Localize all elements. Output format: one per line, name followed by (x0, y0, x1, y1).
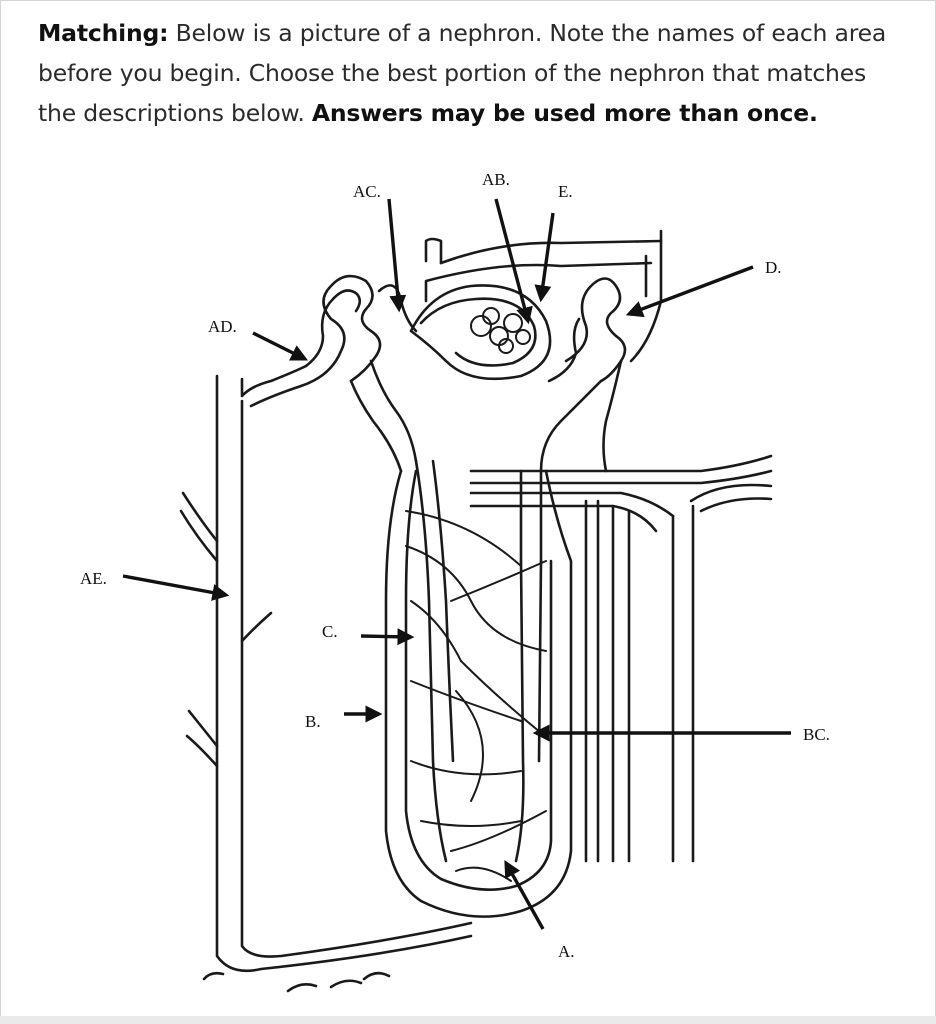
bottom-edge (0, 1016, 936, 1024)
right-convoluted-tubule (519, 277, 627, 563)
arrow-ab (494, 198, 533, 325)
label-bc: BC. (803, 725, 830, 744)
nephron-diagram: AB. AC. E. D. AD. AE. C. B. BC. A. (80, 170, 830, 993)
arrow-ae (122, 574, 230, 601)
label-ae: AE. (80, 569, 107, 588)
instructions-emphasis: Answers may be used more than once. (311, 99, 818, 127)
arrow-d (625, 265, 754, 318)
label-ac: AC. (353, 182, 381, 201)
arrow-ad (252, 331, 309, 361)
label-a: A. (558, 942, 575, 961)
arrow-a (504, 860, 545, 930)
right-arcuate-vessels (469, 454, 773, 863)
label-arrows (122, 198, 791, 930)
arrow-ac (387, 198, 407, 313)
label-c: C. (322, 622, 338, 641)
label-e: E. (558, 182, 573, 201)
diagram-labels: AB. AC. E. D. AD. AE. C. B. BC. A. (80, 170, 830, 961)
instructions-body: Below is a picture of a nephron. Note th… (38, 19, 887, 127)
arrow-e (534, 212, 555, 303)
instructions-text: Matching: Below is a picture of a nephro… (38, 13, 908, 133)
glomerulus (409, 229, 663, 381)
label-b: B. (305, 712, 321, 731)
label-ab: AB. (482, 170, 510, 189)
left-vessel (179, 364, 473, 993)
arrow-c (360, 628, 415, 646)
label-ad: AD. (208, 317, 237, 336)
instructions-heading: Matching: (38, 19, 169, 47)
label-d: D. (765, 258, 782, 277)
loop-of-henle (384, 459, 573, 918)
